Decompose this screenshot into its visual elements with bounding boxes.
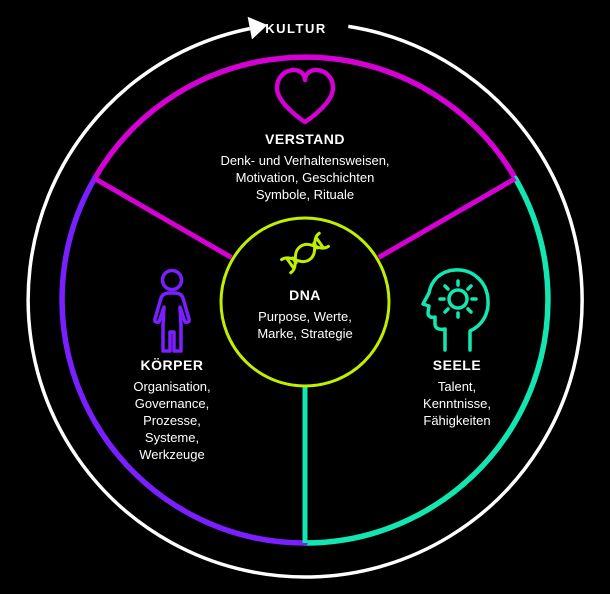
dna-block: DNA Purpose, Werte, Marke, Strategie: [225, 287, 385, 342]
koerper-block: KÖRPER Organisation, Governance, Prozess…: [102, 357, 242, 463]
center-text-line: Purpose, Werte,: [258, 309, 352, 324]
segment-text-line: Werkzeuge: [139, 447, 205, 462]
divider-upper-left: [93, 176, 233, 260]
kultur-ring-arc: [26, 24, 584, 579]
dna-circle: [219, 216, 391, 388]
segment-text-line: Talent,: [437, 379, 477, 394]
segment-text-line: Motivation, Geschichten: [235, 170, 375, 185]
head-idea-icon: [421, 268, 490, 352]
segment-text-line: Organisation,: [133, 379, 211, 394]
segment-title: SEELE: [432, 357, 482, 373]
segment-text-line: Fähigkeiten: [423, 413, 491, 428]
segment-text-line: Systeme,: [144, 430, 200, 445]
verstand-arc: [91, 54, 519, 182]
seele-arc: [302, 175, 551, 546]
seele-block: SEELE Talent, Kenntnisse, Fähigkeiten: [387, 357, 527, 429]
segment-text-line: Governance,: [134, 396, 210, 411]
verstand-block: VERSTAND Denk- und Verhaltensweisen, Mot…: [165, 131, 445, 203]
kultur-label: KULTUR: [265, 21, 327, 36]
person-icon: [153, 268, 191, 353]
segment-text-line: Denk- und Verhaltensweisen,: [220, 153, 390, 168]
heart-icon: [274, 67, 336, 125]
center-title: DNA: [289, 287, 321, 303]
arrow-icon: [247, 16, 268, 40]
segment-title: KÖRPER: [140, 357, 204, 373]
divider-upper-right: [377, 176, 517, 260]
segment-text-line: Kenntnisse,: [423, 396, 491, 411]
segment-text-line: Prozesse,: [143, 413, 201, 428]
segment-title: VERSTAND: [265, 131, 345, 147]
center-text-line: Marke, Strategie: [257, 326, 353, 341]
segment-text-line: Symbole, Rituale: [255, 187, 355, 202]
koerper-arc: [59, 175, 308, 546]
dna-icon: [280, 231, 330, 275]
